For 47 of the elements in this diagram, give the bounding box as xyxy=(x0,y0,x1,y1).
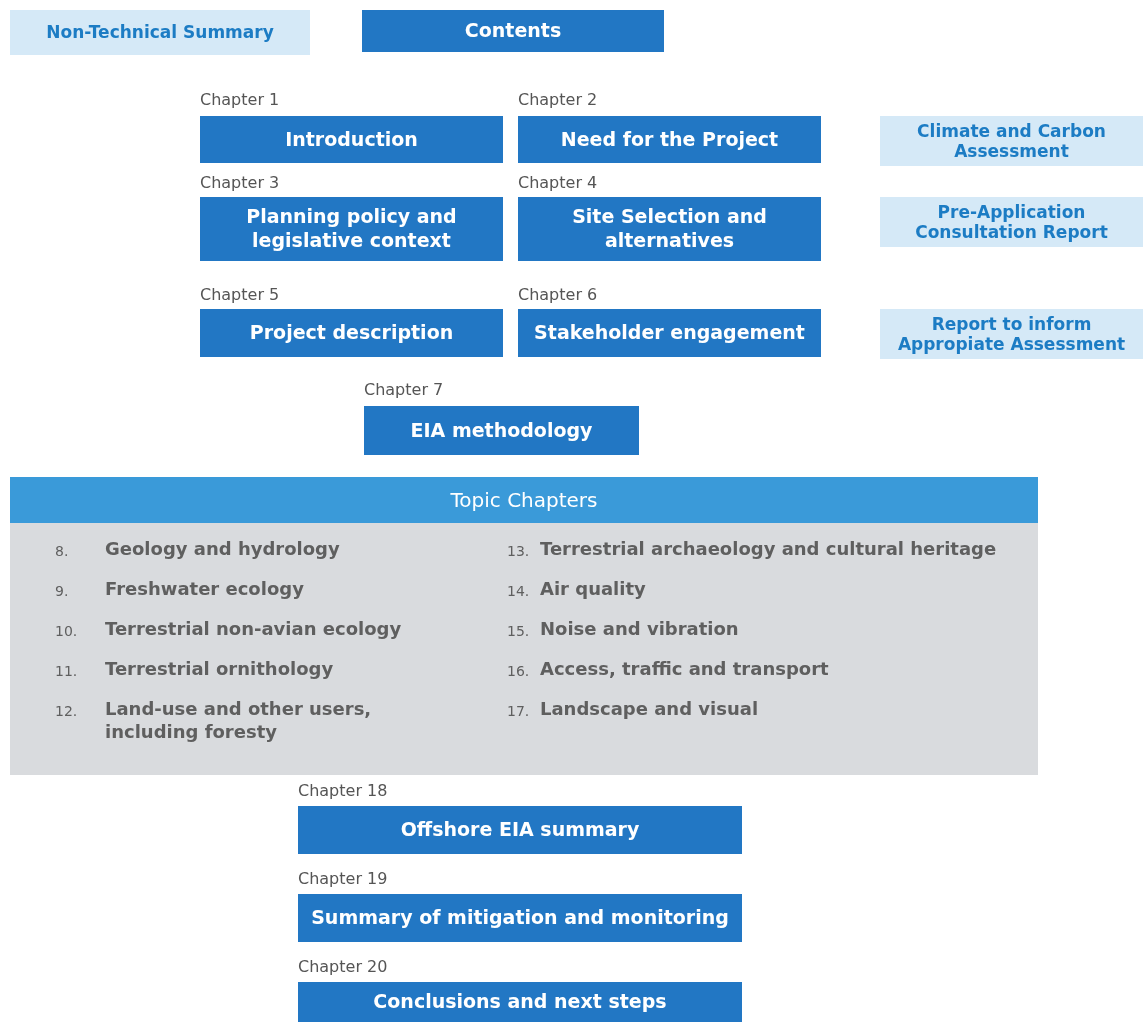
chapter-number: Chapter 2 xyxy=(518,90,598,109)
chapter-number: Chapter 20 xyxy=(298,957,388,976)
chapter-number: Chapter 1 xyxy=(200,90,280,109)
item-number: 11. xyxy=(55,663,78,679)
topic-item: Access, traffic and transport xyxy=(540,657,830,681)
document-box: Climate and Carbon Assessment xyxy=(880,116,1143,166)
topic-item: Landscape and visual xyxy=(540,697,760,721)
chapter-title-box: Need for the Project xyxy=(518,116,821,163)
topic-item: Air quality xyxy=(540,577,647,601)
chapter-title-box: Offshore EIA summary xyxy=(298,806,742,854)
topic-item: Freshwater ecology xyxy=(105,577,305,601)
chapter-number: Chapter 3 xyxy=(200,173,280,192)
topic-item: Land-use and other users, including foresty xyxy=(105,697,373,744)
chapter-number: Chapter 6 xyxy=(518,285,598,304)
panel-header: Topic Chapters xyxy=(10,477,1038,523)
item-number: 9. xyxy=(55,583,69,599)
chapter-title-box: Site Selection and alternatives xyxy=(518,197,821,261)
item-number: 13. xyxy=(507,543,530,559)
item-number: 17. xyxy=(507,703,530,719)
item-number: 8. xyxy=(55,543,69,559)
chapter-title-box: Project description xyxy=(200,309,503,357)
topic-panel xyxy=(10,477,1038,775)
chapter-number: Chapter 5 xyxy=(200,285,280,304)
item-number: 15. xyxy=(507,623,530,639)
topic-item: Terrestrial archaeology and cultural heritage xyxy=(540,537,998,561)
item-number: 14. xyxy=(507,583,530,599)
item-number: 10. xyxy=(55,623,78,639)
item-number: 12. xyxy=(55,703,78,719)
document-box: Report to inform Appropiate Assessment xyxy=(880,309,1143,359)
chapter-number: Chapter 4 xyxy=(518,173,598,192)
topic-item: Terrestrial non-avian ecology xyxy=(105,617,403,641)
chapter-title-box: Planning policy and legislative context xyxy=(200,197,503,261)
topic-item: Terrestrial ornithology xyxy=(105,657,335,681)
document-box: Pre-Application Consultation Report xyxy=(880,197,1143,247)
topic-item: Geology and hydrology xyxy=(105,537,341,561)
chapter-number: Chapter 18 xyxy=(298,781,388,800)
item-number: 16. xyxy=(507,663,530,679)
chapter-title-box: EIA methodology xyxy=(364,406,639,455)
chapter-title-box: Introduction xyxy=(200,116,503,163)
chapter-number: Chapter 19 xyxy=(298,869,388,888)
chapter-number: Chapter 7 xyxy=(364,380,444,399)
title-box: Contents xyxy=(362,10,664,52)
topic-item: Noise and vibration xyxy=(540,617,740,641)
chapter-title-box: Summary of mitigation and monitoring xyxy=(298,894,742,942)
chapter-title-box: Stakeholder engagement xyxy=(518,309,821,357)
document-box: Non-Technical Summary xyxy=(10,10,310,55)
chapter-title-box: Conclusions and next steps xyxy=(298,982,742,1022)
